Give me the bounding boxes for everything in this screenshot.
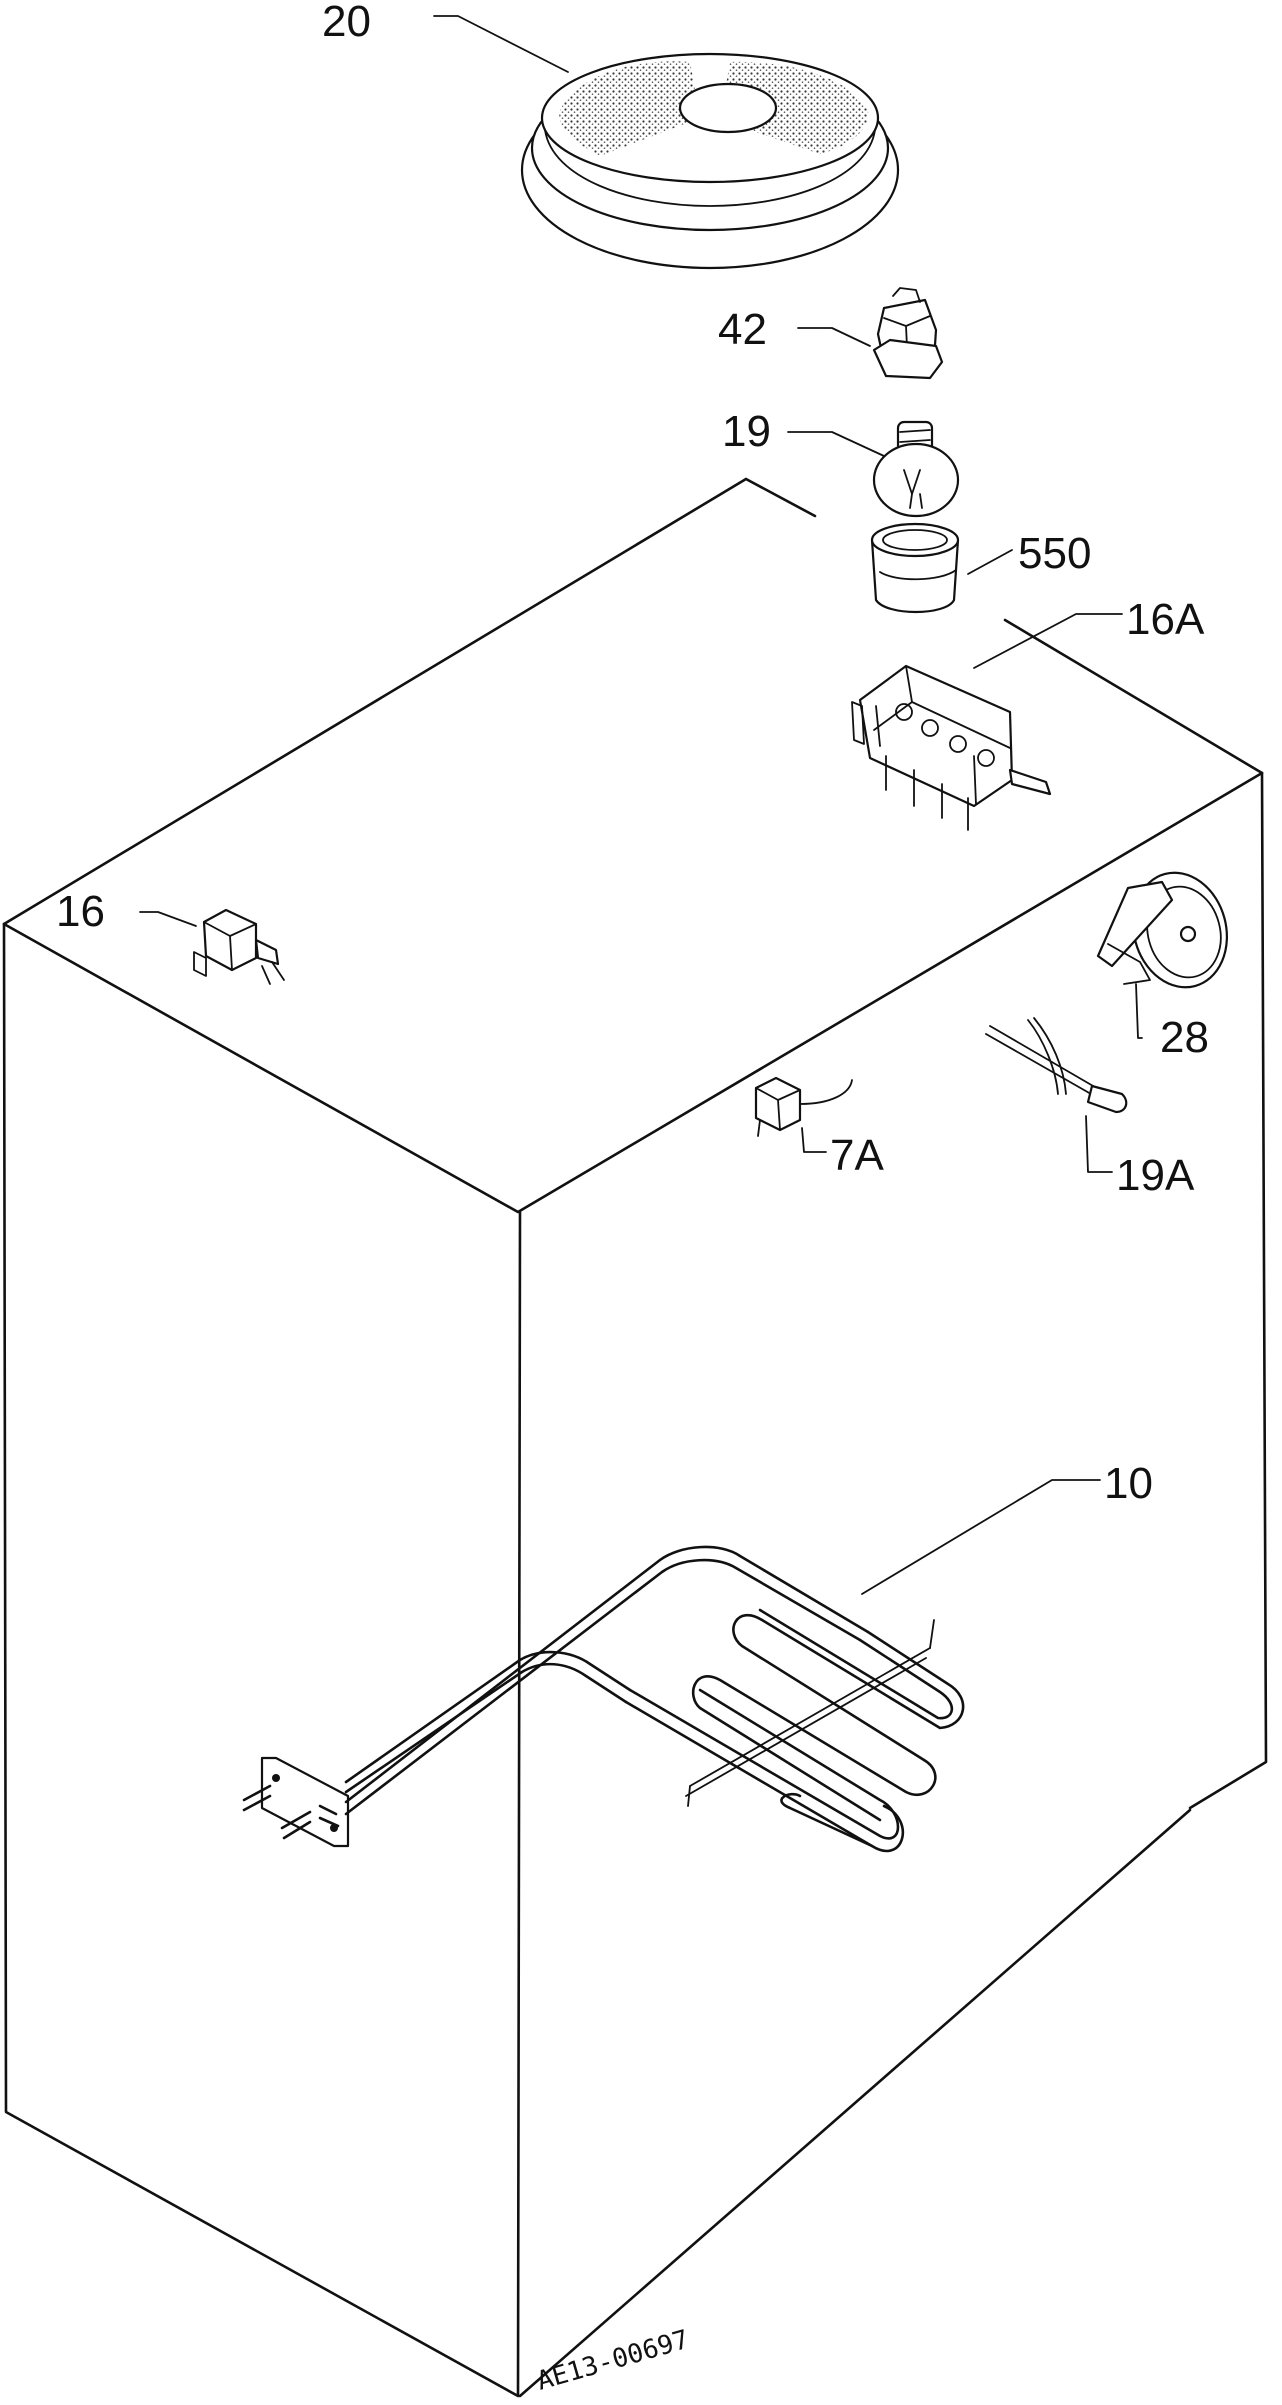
callout-20: 20 [322,0,371,46]
drawing-code: AE13-00697 [534,2325,693,2397]
part-10-heating-element [242,1545,965,1853]
part-550-lamp-glass-cover [870,522,960,614]
callout-7a: 7A [830,1131,884,1180]
part-7a-thermal-cutout [754,1076,853,1137]
callout-42: 42 [718,305,767,354]
callout-16a: 16A [1126,595,1205,644]
part-16-push-switch [193,908,285,985]
callout-550: 550 [1018,529,1091,578]
callout-19a: 19A [1116,1151,1195,1200]
part-16a-selector-switch [851,664,1052,831]
oven-cabinet [2,477,1268,2398]
part-19a-thermostat-probe [985,1017,1128,1114]
part-20-fan-cover [520,52,900,270]
part-19-lamp-bulb [872,420,960,518]
leader-lines [139,15,1143,1595]
callout-19: 19 [722,407,771,456]
part-42-lamp-holder [872,287,944,380]
callout-labels: 20 42 19 550 16A 16 28 7A 19A 10 [56,0,1209,1508]
callout-10: 10 [1104,1459,1153,1508]
callout-28: 28 [1160,1013,1209,1062]
part-28-timer-motor [1096,871,1228,989]
callout-16: 16 [56,887,105,936]
